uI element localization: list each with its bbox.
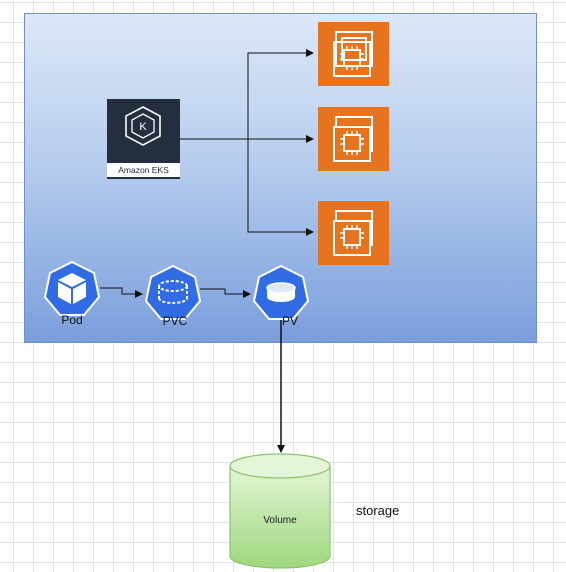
volume-label: Volume xyxy=(263,515,297,526)
pv-label: PV xyxy=(281,314,298,328)
pod-label: Pod xyxy=(61,313,83,327)
storage-label: storage xyxy=(356,503,400,518)
pod-icon xyxy=(43,260,101,318)
ec2-instance-icon xyxy=(318,107,389,171)
pod-to-pvc-connector xyxy=(100,287,143,298)
pv-icon xyxy=(252,264,310,322)
pvc-to-pv-connector xyxy=(200,288,251,298)
svg-text:K: K xyxy=(139,121,147,133)
pvc-label: PVC xyxy=(162,314,188,328)
eks-to-ec2-bottom-connector xyxy=(247,139,314,236)
pvc-icon xyxy=(144,264,202,322)
eks-to-ec2-top-connector xyxy=(180,49,314,140)
ec2-instance-icon xyxy=(318,201,389,265)
volume-cylinder xyxy=(229,453,331,569)
ec2-instance-icon xyxy=(318,22,389,86)
eks-label: Amazon EKS xyxy=(107,163,180,177)
